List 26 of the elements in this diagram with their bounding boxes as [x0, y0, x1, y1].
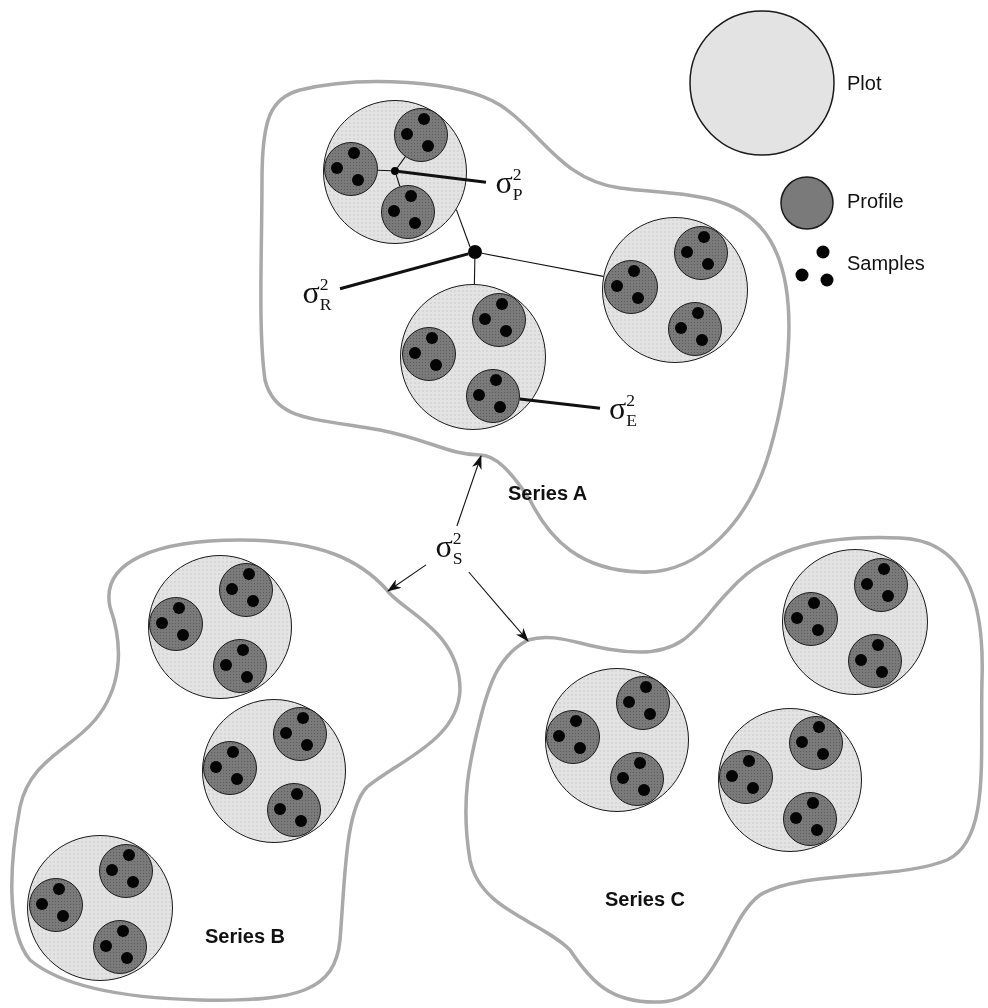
connector-line [473, 258, 476, 285]
arrow [456, 455, 482, 527]
leader-line [519, 397, 601, 410]
profile-circle [323, 141, 378, 196]
connector-line [395, 174, 401, 187]
legend-label: Samples [847, 252, 925, 275]
junction-dot [468, 245, 482, 259]
leader-line [339, 252, 469, 291]
connector-line [396, 156, 406, 169]
arrow [387, 564, 427, 592]
profile-circle [465, 368, 520, 423]
junction-dot [390, 166, 399, 175]
region-label: Series B [205, 925, 286, 948]
profile-circle [471, 292, 526, 347]
connector-line [455, 209, 471, 248]
region-label: Series A [508, 482, 588, 505]
legend-label: Profile [847, 190, 904, 213]
connector-line [377, 169, 392, 172]
profile-circle [401, 326, 456, 381]
profile-circle [380, 184, 435, 239]
leader-line [398, 170, 487, 184]
region-label: Series C [605, 888, 686, 911]
profile-circle [393, 107, 448, 162]
connector-line [481, 252, 604, 277]
legend-label: Plot [847, 72, 882, 95]
arrow [468, 571, 529, 642]
